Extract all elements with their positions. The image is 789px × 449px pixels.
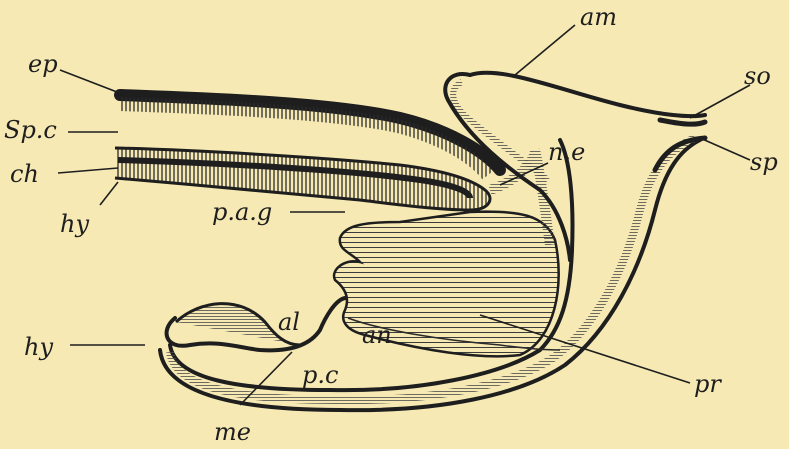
- label-spc: Sp.c: [4, 116, 57, 144]
- leader-so: [690, 85, 750, 118]
- label-pc: p.c: [302, 361, 338, 389]
- leader-ep: [60, 70, 130, 97]
- somatopleure-end: [660, 120, 705, 124]
- label-ne: n.e: [548, 138, 585, 166]
- label-ch: ch: [10, 160, 39, 188]
- leader-am: [515, 25, 575, 75]
- amnion-outer: [470, 73, 705, 116]
- leader-sp: [700, 138, 750, 160]
- label-ep: ep: [28, 50, 58, 78]
- leader-hy-top: [100, 182, 118, 205]
- label-pag: p.a.g: [212, 198, 272, 226]
- label-hy-top: hy: [60, 210, 89, 238]
- label-am: am: [580, 3, 617, 31]
- notochord-band: [115, 148, 490, 210]
- label-al: al: [278, 308, 300, 336]
- label-an: an: [362, 321, 392, 349]
- label-so: so: [744, 62, 771, 90]
- label-pr: pr: [694, 370, 722, 398]
- leader-ch: [58, 168, 118, 173]
- label-hy-bottom: hy: [24, 333, 53, 361]
- label-sp: sp: [750, 148, 778, 176]
- label-me: me: [214, 418, 251, 446]
